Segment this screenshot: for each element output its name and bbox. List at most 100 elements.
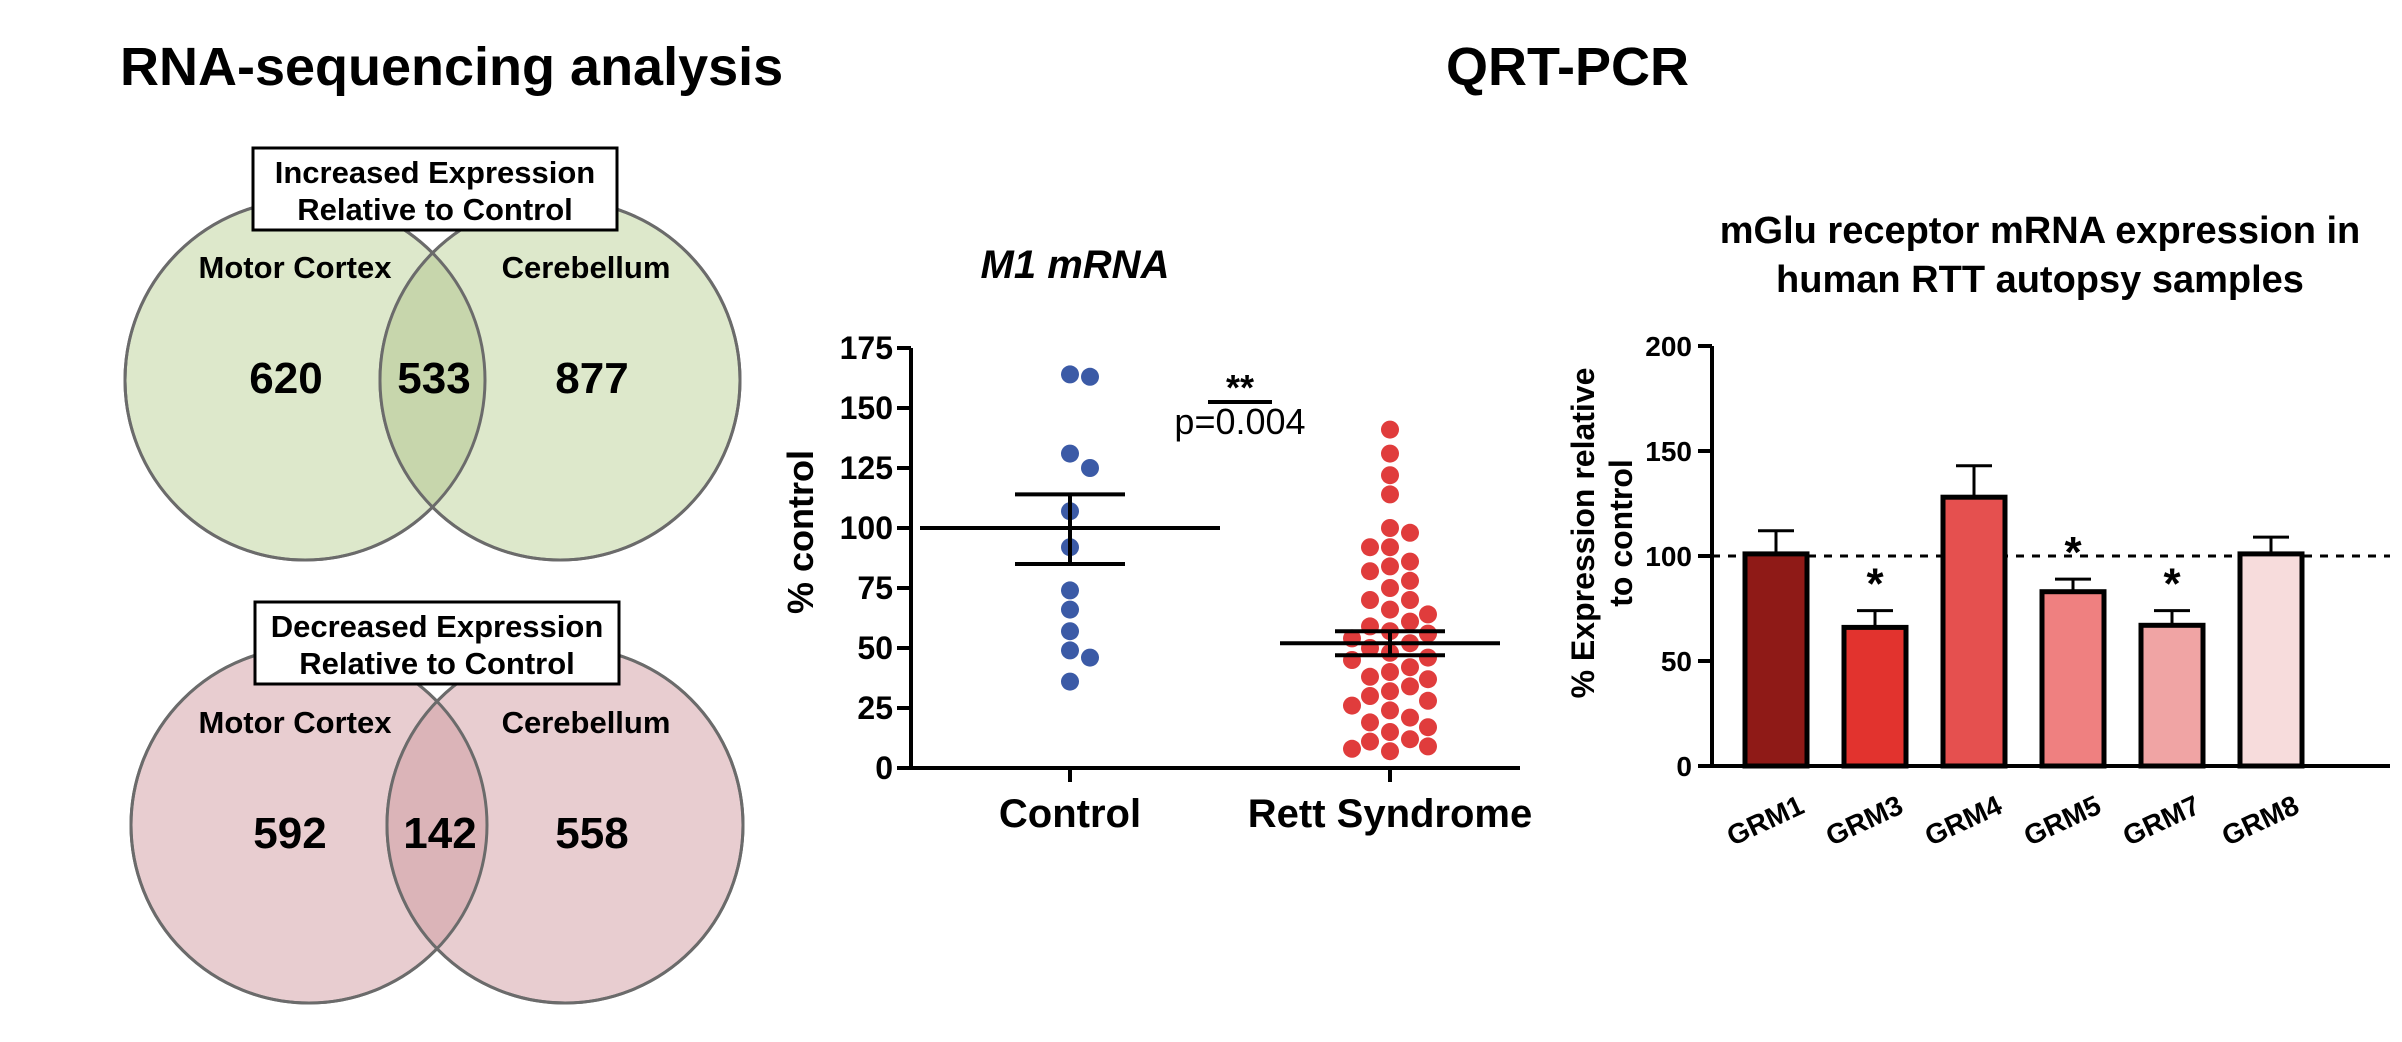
bar-y-tick-label: 150 [1645,436,1692,467]
bar-x-tick-label: GRM7 [2118,789,2204,851]
scatter-point [1343,739,1361,758]
bar-chart-y-axis-label-line2: to control [1603,459,1639,607]
venn-increased-left-label: Motor Cortex [199,250,393,285]
scatter-point [1381,538,1399,557]
bar-grm5 [2039,589,2107,769]
qrt-pcr-heading: QRT-PCR [1446,37,1689,97]
venn-increased-right-label: Cerebellum [502,250,671,285]
scatter-point [1381,579,1399,597]
scatter-point [1361,591,1379,609]
venn-decreased-box-line2: Relative to Control [299,646,575,681]
scatter-point [1081,367,1099,386]
venn-increased-overlap-count: 533 [397,354,470,403]
bar-y-tick-label: 0 [1676,751,1692,782]
scatter-point [1401,730,1419,749]
scatter-point [1343,696,1361,715]
scatter-point [1381,701,1399,720]
venn-decreased-box-line1: Decreased Expression [271,609,604,644]
scatter-point [1401,677,1419,696]
scatter-point [1061,444,1079,463]
scatter-point [1061,581,1079,600]
bar-x-tick-label: GRM8 [2217,789,2303,851]
venn-increased-left-count: 620 [249,354,322,403]
scatter-point [1381,519,1399,537]
scatter-point [1381,663,1399,681]
bar-grm8 [2237,551,2305,769]
scatter-x-tick-label: Control [999,792,1141,836]
bar-grm1 [1742,551,1810,769]
bar-chart-title-line2: human RTT autopsy samples [1776,259,2304,301]
bar-x-tick-label: GRM3 [1821,789,1907,851]
scatter-y-tick-label: 150 [840,390,893,426]
bar-significance-star: * [1866,560,1884,609]
scatter-point [1419,624,1437,643]
m1-mrna-scatter-chart: M1 mRNA % control 0255075100125150175Con… [780,243,1533,836]
scatter-point [1401,612,1419,631]
scatter-point [1381,723,1399,741]
scatter-point [1361,687,1379,705]
scatter-point [1419,670,1437,689]
venn-decreased-right-count: 558 [555,809,628,858]
scatter-point [1361,538,1379,557]
scatter-point [1419,605,1437,624]
venn-increased: Increased Expression Relative to Control… [123,146,742,562]
bar-y-tick-label: 100 [1645,541,1692,572]
bar-grm3 [1841,624,1909,769]
scatter-y-tick-label: 0 [875,750,893,786]
venn-decreased-box [253,600,621,686]
scatter-point [1401,658,1419,677]
scatter-point [1381,485,1399,504]
scatter-point [1381,444,1399,463]
venn-decreased-right-label: Cerebellum [502,705,671,740]
scatter-point [1381,742,1399,761]
bar-x-tick-label: GRM5 [2019,789,2105,851]
bar-y-tick-label: 50 [1661,646,1692,677]
scatter-point [1419,737,1437,756]
bar-significance-star: * [2163,560,2181,609]
rna-seq-heading: RNA-sequencing analysis [120,37,784,97]
venn-increased-box [251,146,619,232]
scatter-y-tick-label: 50 [857,630,893,666]
venn-decreased: Decreased Expression Relative to Control… [129,600,745,1005]
scatter-point [1061,600,1079,619]
scatter-p-value: p=0.004 [1174,401,1305,442]
scatter-point [1081,648,1099,667]
scatter-point [1401,523,1419,542]
scatter-point [1061,672,1079,691]
scatter-point [1061,365,1079,384]
bar-y-tick-label: 200 [1645,331,1692,362]
venn-decreased-overlap-count: 142 [403,809,476,858]
scatter-point [1361,713,1379,732]
scatter-point [1381,557,1399,576]
scatter-title: M1 mRNA [981,243,1170,287]
scatter-point [1401,552,1419,571]
bar-grm4 [1940,494,2008,769]
bar-x-tick-label: GRM4 [1920,789,2007,851]
bar-x-tick-label: GRM1 [1722,789,1808,851]
venn-diagrams: Increased Expression Relative to Control… [123,146,745,1005]
venn-increased-box-line2: Relative to Control [297,192,573,227]
scatter-point [1081,459,1099,477]
scatter-point [1061,641,1079,660]
scatter-x-tick-label: Rett Syndrome [1248,792,1533,836]
scatter-point [1419,718,1437,737]
scatter-point [1361,732,1379,751]
scatter-point [1419,691,1437,710]
scatter-point [1361,562,1379,581]
scatter-y-tick-label: 75 [857,570,893,606]
scatter-y-tick-label: 100 [840,510,893,546]
scatter-point [1361,667,1379,686]
scatter-point [1381,682,1399,701]
venn-decreased-left-count: 592 [253,809,326,858]
mglu-bar-chart: mGlu receptor mRNA expression in human R… [1565,210,2390,852]
scatter-point [1381,466,1399,485]
bar-chart-y-axis-label-line1: % Expression relative [1565,368,1601,699]
scatter-point [1401,708,1419,727]
scatter-point [1381,420,1399,439]
bar-grm7 [2138,622,2206,769]
scatter-point [1401,571,1419,590]
bar-significance-star: * [2064,528,2082,577]
scatter-point [1401,591,1419,609]
scatter-point [1419,648,1437,667]
